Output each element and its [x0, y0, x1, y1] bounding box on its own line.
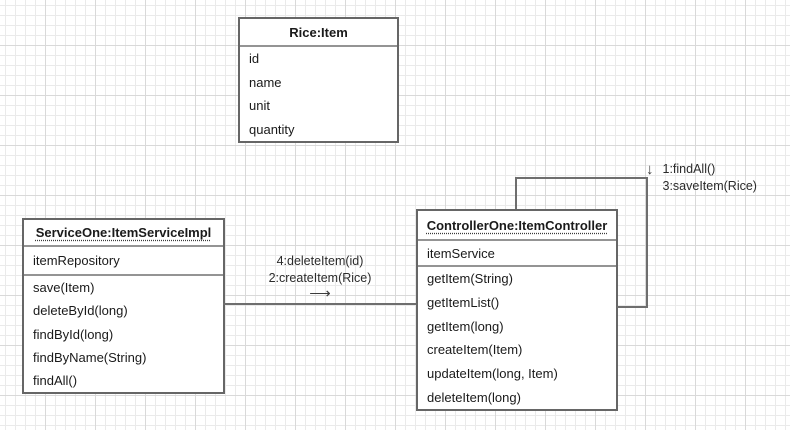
methods-section: save(Item) deleteById(long) findById(lon…	[24, 276, 223, 392]
edge-controller-loop-segment[interactable]	[515, 177, 517, 209]
class-title-service-one: ServiceOne:ItemServiceImpl	[24, 220, 223, 247]
class-title-text: ControllerOne:ItemController	[426, 217, 608, 233]
method-row: createItem(Item)	[427, 342, 523, 358]
class-title-text: ServiceOne:ItemServiceImpl	[35, 225, 212, 240]
class-title-controller-one: ControllerOne:ItemController	[418, 211, 616, 241]
class-title-text: Rice:Item	[289, 24, 348, 40]
edge-message: 3:saveItem(Rice)	[662, 179, 757, 193]
class-box-controller-one[interactable]: ControllerOne:ItemController itemService…	[416, 209, 618, 411]
field-row: quantity	[249, 121, 295, 137]
fields-section: itemService	[418, 241, 616, 267]
method-row: getItem(String)	[427, 271, 513, 287]
class-box-rice-item[interactable]: Rice:Item id name unit quantity	[238, 17, 399, 143]
fields-section: id name unit quantity	[240, 47, 397, 141]
edge-message: 1:findAll()	[662, 162, 716, 176]
edge-message: 4:deleteItem(id)	[276, 254, 364, 268]
method-row: findAll()	[33, 372, 78, 388]
method-row: deleteItem(long)	[427, 389, 521, 405]
methods-section: getItem(String) getItemList() getItem(lo…	[418, 267, 616, 409]
class-title-rice-item: Rice:Item	[240, 19, 397, 47]
right-arrow-icon: ⟶	[309, 285, 331, 302]
edge-controller-loop-segment[interactable]	[617, 306, 648, 308]
class-box-service-one[interactable]: ServiceOne:ItemServiceImpl itemRepositor…	[22, 218, 225, 394]
down-arrow-icon: ↓	[646, 161, 654, 178]
method-row: findById(long)	[33, 326, 114, 342]
method-row: getItemList()	[427, 295, 500, 310]
method-row: getItem(long)	[427, 318, 504, 334]
field-row: unit	[249, 98, 270, 114]
edge-service-to-controller[interactable]	[223, 303, 416, 305]
method-row: findByName(String)	[33, 349, 147, 365]
edge-message: 2:createItem(Rice)	[268, 271, 372, 285]
field-row: id	[249, 51, 260, 67]
edge-controller-loop-segment[interactable]	[515, 177, 648, 179]
field-row: name	[249, 74, 282, 90]
field-row: itemService	[427, 245, 495, 261]
edge-controller-loop-segment[interactable]	[646, 177, 648, 308]
method-row: updateItem(long, Item)	[427, 366, 558, 382]
edge-message-group: 1:findAll() 3:saveItem(Rice)	[663, 161, 757, 195]
edge-label-controller-loop[interactable]: ↓ 1:findAll() 3:saveItem(Rice)	[646, 161, 757, 195]
field-row: itemRepository	[33, 253, 120, 268]
fields-section: itemRepository	[24, 247, 223, 276]
method-row: save(Item)	[33, 280, 95, 296]
method-row: deleteById(long)	[33, 303, 128, 319]
edge-label-service-to-controller[interactable]: 4:deleteItem(id) 2:createItem(Rice) ⟶	[235, 253, 405, 301]
